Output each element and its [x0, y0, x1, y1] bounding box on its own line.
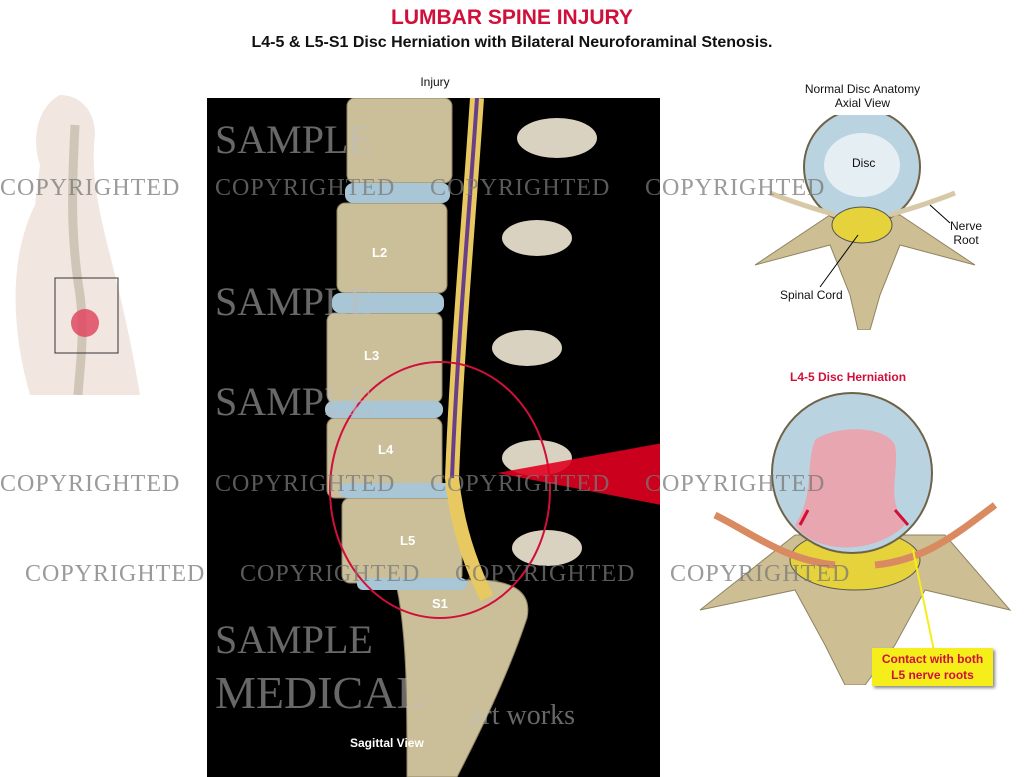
watermark-copyrighted: COPYRIGHTED — [645, 175, 826, 201]
page-title: LUMBAR SPINE INJURY — [391, 6, 633, 29]
watermark-copyrighted: COPYRIGHTED — [670, 561, 851, 587]
watermark-sample: SAMPLE — [215, 117, 373, 162]
nerve-contact-callout: Contact with both L5 nerve roots — [872, 648, 993, 686]
level-label-l2: L2 — [372, 245, 388, 260]
herniation-heading: L4-5 Disc Herniation — [790, 370, 907, 384]
normal-anatomy-heading: Normal Disc Anatomy Axial View — [780, 82, 945, 110]
callout-line2: L5 nerve roots — [891, 668, 974, 682]
watermark-brand: MEDICAL — [215, 667, 425, 718]
normal-anatomy-heading-line1: Normal Disc Anatomy — [804, 82, 921, 96]
page-subtitle: L4-5 & L5-S1 Disc Herniation with Bilate… — [251, 34, 773, 51]
level-label-l4: L4 — [378, 442, 394, 457]
watermark-copyrighted: COPYRIGHTED — [0, 471, 181, 497]
watermark-copyrighted: COPYRIGHTED — [645, 471, 826, 497]
level-label-l5: L5 — [400, 533, 416, 548]
watermark-copyrighted: COPYRIGHTED — [430, 175, 611, 201]
watermark-copyrighted: COPYRIGHTED — [240, 561, 421, 587]
disc-label: Disc — [852, 156, 876, 170]
watermark-sample: SAMPLE — [215, 379, 373, 424]
watermark-copyrighted: COPYRIGHTED — [215, 175, 396, 201]
normal-axial-illustration — [754, 115, 976, 330]
spinal-cord-label: Spinal Cord — [780, 288, 843, 302]
level-label-l3: L3 — [364, 348, 380, 363]
level-label-s1: S1 — [432, 596, 448, 611]
watermark-copyrighted: COPYRIGHTED — [215, 471, 396, 497]
body-figure-illustration — [15, 95, 141, 395]
nerve-root-label-line2: Root — [953, 233, 979, 247]
watermark-sample: SAMPLE — [215, 279, 373, 324]
watermark-copyrighted: COPYRIGHTED — [0, 175, 181, 201]
callout-line1: Contact with both — [881, 652, 984, 666]
watermark-copyrighted: COPYRIGHTED — [25, 561, 206, 587]
injury-heading: Injury — [420, 75, 450, 89]
sagittal-view-label: Sagittal View — [350, 736, 424, 750]
sagittal-spine-illustration — [325, 98, 660, 777]
watermark-copyrighted: COPYRIGHTED — [430, 471, 611, 497]
herniation-axial-illustration — [699, 392, 1012, 685]
watermark-brand: art works — [470, 700, 575, 731]
watermark-sample: SAMPLE — [215, 617, 373, 662]
nerve-root-label: Nerve Root — [950, 219, 982, 247]
normal-anatomy-heading-line2: Axial View — [834, 96, 891, 110]
watermark-copyrighted: COPYRIGHTED — [455, 561, 636, 587]
nerve-root-label-line1: Nerve — [950, 219, 983, 233]
